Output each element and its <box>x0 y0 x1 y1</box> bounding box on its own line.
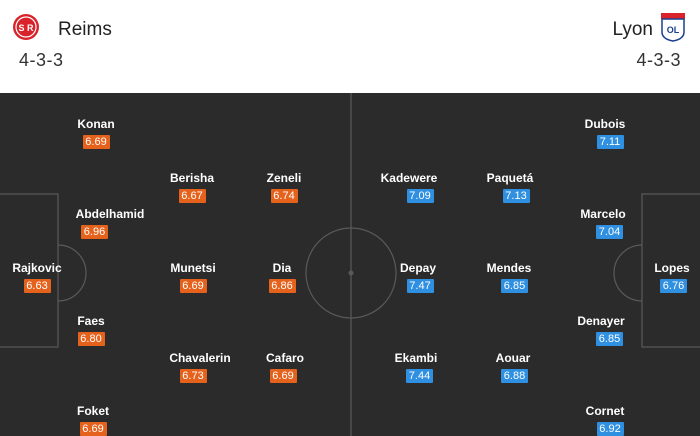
player-mendes[interactable]: Mendes 6.85 <box>469 261 549 294</box>
player-name: Foket <box>76 404 109 418</box>
player-name: Rajkovic <box>12 261 62 275</box>
away-team-name: Lyon <box>612 19 654 40</box>
player-faes[interactable]: Faes 6.80 <box>51 314 131 347</box>
player-rating: 7.04 <box>596 225 623 239</box>
player-rating: 6.73 <box>179 369 207 383</box>
player-cornet[interactable]: Cornet 6.92 <box>565 404 645 436</box>
player-depay[interactable]: Depay 7.47 <box>378 261 458 294</box>
player-rating: 6.69 <box>82 135 110 149</box>
player-name: Dubois <box>584 117 626 131</box>
player-name: Cornet <box>585 404 625 418</box>
player-dia[interactable]: Dia 6.86 <box>242 261 322 294</box>
player-abdelhamid[interactable]: Abdelhamid 6.96 <box>70 207 150 240</box>
player-rating: 6.69 <box>79 422 107 436</box>
player-name: Munetsi <box>170 261 216 275</box>
player-munetsi[interactable]: Munetsi 6.69 <box>153 261 233 294</box>
player-rating: 6.63 <box>23 279 51 293</box>
player-name: Kadewere <box>380 171 438 185</box>
reims-crest-icon: S R <box>13 14 39 40</box>
player-rating: 6.67 <box>178 189 206 203</box>
player-rating: 6.80 <box>77 332 105 346</box>
player-rating: 6.88 <box>501 369 528 383</box>
player-name: Konan <box>77 117 115 131</box>
player-name: Depay <box>399 261 437 275</box>
player-rating: 6.92 <box>596 422 624 436</box>
player-name: Ekambi <box>394 351 438 365</box>
home-formation: 4-3-3 <box>19 50 64 70</box>
player-name: Aouar <box>495 351 531 365</box>
home-team-name: Reims <box>58 19 112 40</box>
player-dubois[interactable]: Dubois 7.11 <box>565 117 645 150</box>
player-rating: 7.47 <box>406 279 434 293</box>
player-name: Faes <box>77 314 105 328</box>
player-rating: 6.74 <box>270 189 298 203</box>
player-chavalerin[interactable]: Chavalerin 6.73 <box>160 351 240 384</box>
player-lopes[interactable]: Lopes 6.76 <box>632 261 700 294</box>
player-denayer[interactable]: Denayer 6.85 <box>561 314 641 347</box>
player-name: Marcelo <box>580 207 626 221</box>
player-cafaro[interactable]: Cafaro 6.69 <box>245 351 325 384</box>
match-header: S R Reims 4-3-3 Lyon OL 4-3-3 <box>0 0 700 93</box>
player-rating: 6.76 <box>660 279 687 293</box>
player-marcelo[interactable]: Marcelo 7.04 <box>563 207 643 240</box>
player-zeneli[interactable]: Zeneli 6.74 <box>244 171 324 204</box>
player-name: Denayer <box>577 314 625 328</box>
player-rating: 7.13 <box>502 189 530 203</box>
player-foket[interactable]: Foket 6.69 <box>53 404 133 436</box>
player-name: Cafaro <box>265 351 304 365</box>
player-paqueta[interactable]: Paquetá 7.13 <box>470 171 550 204</box>
player-name: Mendes <box>486 261 532 275</box>
pitch-lines <box>0 93 700 436</box>
player-name: Zeneli <box>266 171 302 185</box>
player-rating: 7.09 <box>406 189 434 203</box>
player-name: Lopes <box>654 261 690 275</box>
player-rating: 6.69 <box>179 279 207 293</box>
player-name: Berisha <box>169 171 215 185</box>
player-rating: 6.85 <box>596 332 623 346</box>
pitch: Konan 6.69 Abdelhamid 6.96 Rajkovic 6.63… <box>0 93 700 436</box>
player-aouar[interactable]: Aouar 6.88 <box>473 351 553 384</box>
player-rating: 7.11 <box>596 135 624 149</box>
svg-text:S R: S R <box>18 23 34 33</box>
player-rating: 6.96 <box>81 225 108 239</box>
player-rating: 6.86 <box>268 279 296 293</box>
svg-text:OL: OL <box>667 25 680 35</box>
player-name: Abdelhamid <box>75 207 145 221</box>
player-name: Dia <box>272 261 292 275</box>
player-konan[interactable]: Konan 6.69 <box>56 117 136 150</box>
player-ekambi[interactable]: Ekambi 7.44 <box>376 351 456 384</box>
player-rating: 6.69 <box>269 369 297 383</box>
player-name: Paquetá <box>486 171 534 185</box>
player-rajkovic[interactable]: Rajkovic 6.63 <box>0 261 77 294</box>
lyon-crest-icon: OL <box>661 13 685 42</box>
player-kadewere[interactable]: Kadewere 7.09 <box>369 171 449 204</box>
player-rating: 7.44 <box>406 369 433 383</box>
away-formation: 4-3-3 <box>636 50 681 70</box>
player-name: Chavalerin <box>169 351 231 365</box>
player-berisha[interactable]: Berisha 6.67 <box>152 171 232 204</box>
player-rating: 6.85 <box>501 279 528 293</box>
